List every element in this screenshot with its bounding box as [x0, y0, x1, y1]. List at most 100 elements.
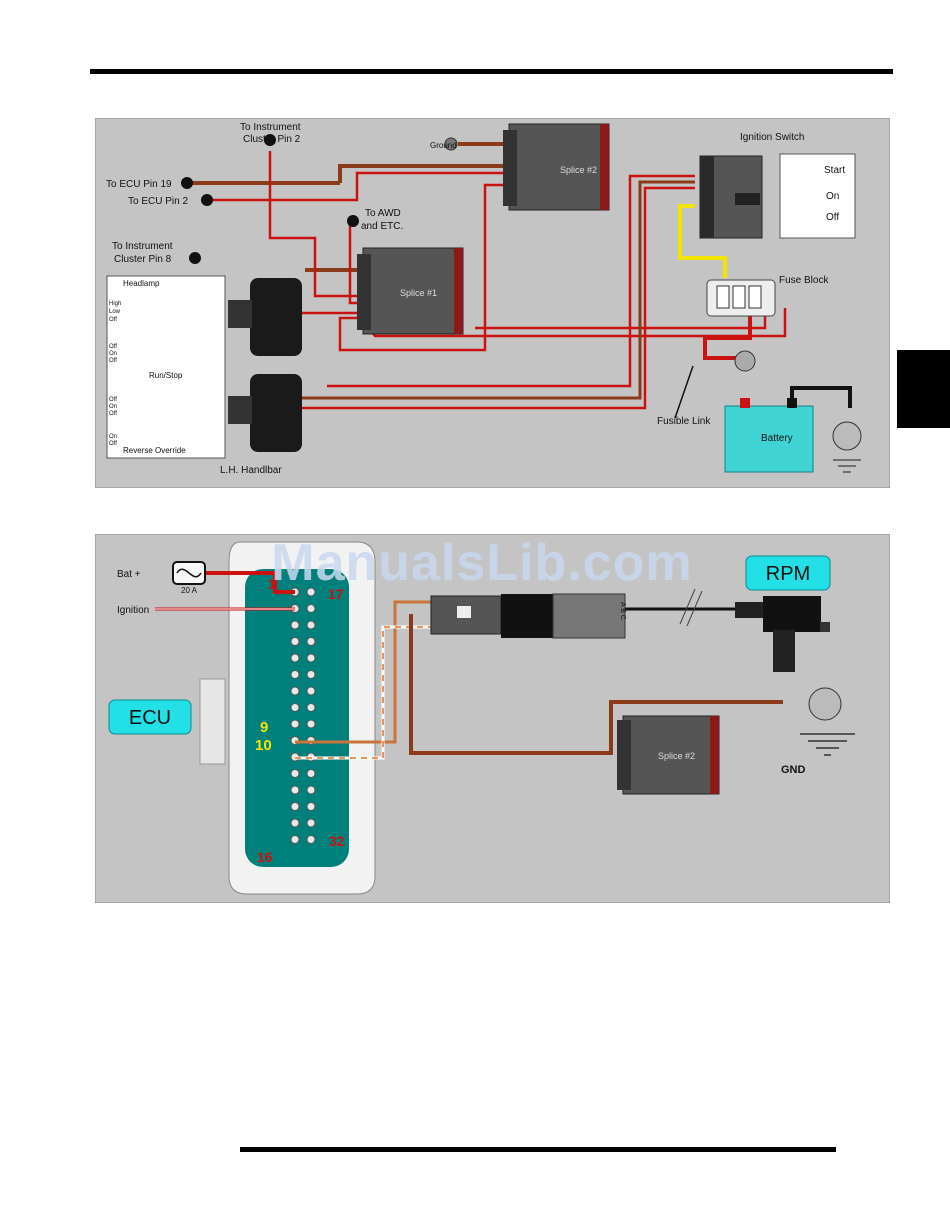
ground-symbol	[833, 459, 861, 473]
ecu-pin	[306, 686, 316, 696]
switch-on-label: On	[826, 191, 839, 202]
runstop2-off-label: Off	[109, 397, 117, 403]
rpm-sensor	[735, 596, 830, 672]
battery	[724, 398, 814, 473]
ignition-label: Ignition	[117, 605, 149, 616]
runstop-on-label: On	[109, 351, 117, 357]
ground-terminal	[444, 137, 458, 151]
run-stop-label: Run/Stop	[149, 371, 183, 380]
splice-2-label: Splice #2	[560, 165, 597, 175]
ecu-pin	[290, 686, 300, 696]
ignition-switch-label: Ignition Switch	[740, 132, 804, 143]
runstop-off2-label: Off	[109, 358, 117, 364]
fusible-link-label: Fusible Link	[657, 416, 711, 427]
fuse-block	[706, 279, 776, 317]
ground-label: Ground	[430, 141, 457, 150]
ecu-pin	[290, 835, 300, 844]
fusible-link-terminal	[734, 350, 756, 372]
fuse-block-label: Fuse Block	[779, 275, 829, 286]
splice-1-label: Splice #1	[400, 288, 437, 298]
lh-handlebar-label: L.H. Handlbar	[220, 465, 282, 476]
splice-2-box	[617, 715, 720, 795]
runstop-off-label: Off	[109, 344, 117, 350]
ecu-pin	[306, 785, 316, 795]
ecu-pin	[306, 653, 316, 663]
splice-2-label: Splice #2	[658, 751, 695, 761]
rpm-callout-label: RPM	[766, 563, 810, 585]
ecu-rpm-wiring-diagram: 20 A Bat + Ignition 1 17 9 10 16 32 ECU …	[95, 534, 890, 903]
ecu-pin2-terminal	[201, 194, 213, 206]
splice-2-box	[503, 123, 610, 211]
ecu-callout-label: ECU	[129, 707, 171, 729]
ecu-pin	[306, 719, 316, 729]
headlamp-low-label: Low	[109, 309, 121, 315]
gnd-label: GND	[781, 764, 806, 776]
ecu-pin	[306, 587, 316, 597]
ecu-connector	[199, 541, 376, 895]
handlebar-connector-upper	[228, 278, 302, 356]
ecu-pin	[306, 835, 316, 844]
cluster-pin8-terminal	[189, 252, 201, 264]
battery-label: Battery	[761, 433, 793, 444]
switch-start-label: Start	[824, 165, 845, 176]
ecu-pin	[290, 719, 300, 729]
ignition-switch-body	[699, 155, 763, 239]
ground-stud	[832, 421, 862, 451]
ecu-pin	[290, 785, 300, 795]
pin-10-label: 10	[255, 737, 272, 754]
ecu-callout	[108, 699, 192, 735]
ecu-pin	[290, 703, 300, 712]
rpm-callout	[745, 555, 831, 591]
ecu-pin	[306, 703, 316, 712]
cluster-pin2-label-line2: Cluster Pin 2	[243, 134, 301, 145]
ground-stud	[808, 687, 842, 721]
ecu-pin	[290, 802, 300, 811]
ecu-pin	[306, 637, 316, 646]
splice-1-box	[357, 247, 464, 335]
ignition-switch-legend	[779, 153, 856, 239]
ecu-pin	[306, 802, 316, 811]
fusible-link-pointer	[674, 365, 694, 419]
pin-9-label: 9	[260, 719, 268, 736]
reverse-override-label: Reverse Override	[123, 446, 186, 455]
runstop2-off2-label: Off	[109, 411, 117, 417]
headlamp-off-label: Off	[109, 317, 117, 323]
fuse-symbol	[176, 568, 202, 578]
ecu-pin	[290, 653, 300, 663]
headlamp-high-label: High	[109, 301, 121, 307]
pin-1-label: 1	[268, 576, 276, 592]
ground-symbol	[800, 733, 855, 756]
ecu-pin	[306, 670, 316, 679]
ecu-pin	[306, 769, 316, 778]
ecu-pin	[290, 670, 300, 679]
headlamp-label: Headlamp	[123, 279, 160, 288]
watermark: ManualsLib.com	[271, 534, 693, 592]
handlebar-connector-lower	[228, 374, 302, 452]
reverse-off-label: Off	[109, 441, 117, 447]
handlebar-wiring-diagram: Splice #2 Ground Splice #1 Ignition Swit…	[95, 118, 890, 488]
top-rule	[90, 69, 893, 74]
ecu-pin	[306, 818, 316, 828]
reverse-on-label: On	[109, 434, 117, 440]
awd-label-line1: To AWD	[365, 208, 401, 219]
pin-32-label: 32	[329, 833, 345, 849]
awd-label-line2: and ETC.	[361, 221, 403, 232]
cluster-pin8-label-line2: Cluster Pin 8	[114, 254, 172, 265]
runstop2-on-label: On	[109, 404, 117, 410]
ecu-pin	[290, 769, 300, 778]
fuse-rating-label: 20 A	[181, 586, 198, 595]
ecu-pin	[306, 620, 316, 630]
cluster-pin8-label-line1: To Instrument	[112, 241, 173, 252]
pin-16-label: 16	[257, 849, 273, 865]
awd-terminal	[347, 215, 359, 227]
rpm-connector-pins: A B C	[619, 602, 626, 620]
ecu-pin	[290, 637, 300, 646]
ecu-pin	[290, 620, 300, 630]
bat-plus-label: Bat +	[117, 569, 141, 580]
ecu-pin19-label: To ECU Pin 19	[106, 179, 172, 190]
bottom-rule	[240, 1147, 836, 1152]
pin-17-label: 17	[328, 586, 344, 602]
handlebar-switch-panel	[106, 275, 226, 459]
ecu-pin	[306, 604, 316, 613]
cluster-pin2-label-line1: To Instrument	[240, 122, 301, 133]
